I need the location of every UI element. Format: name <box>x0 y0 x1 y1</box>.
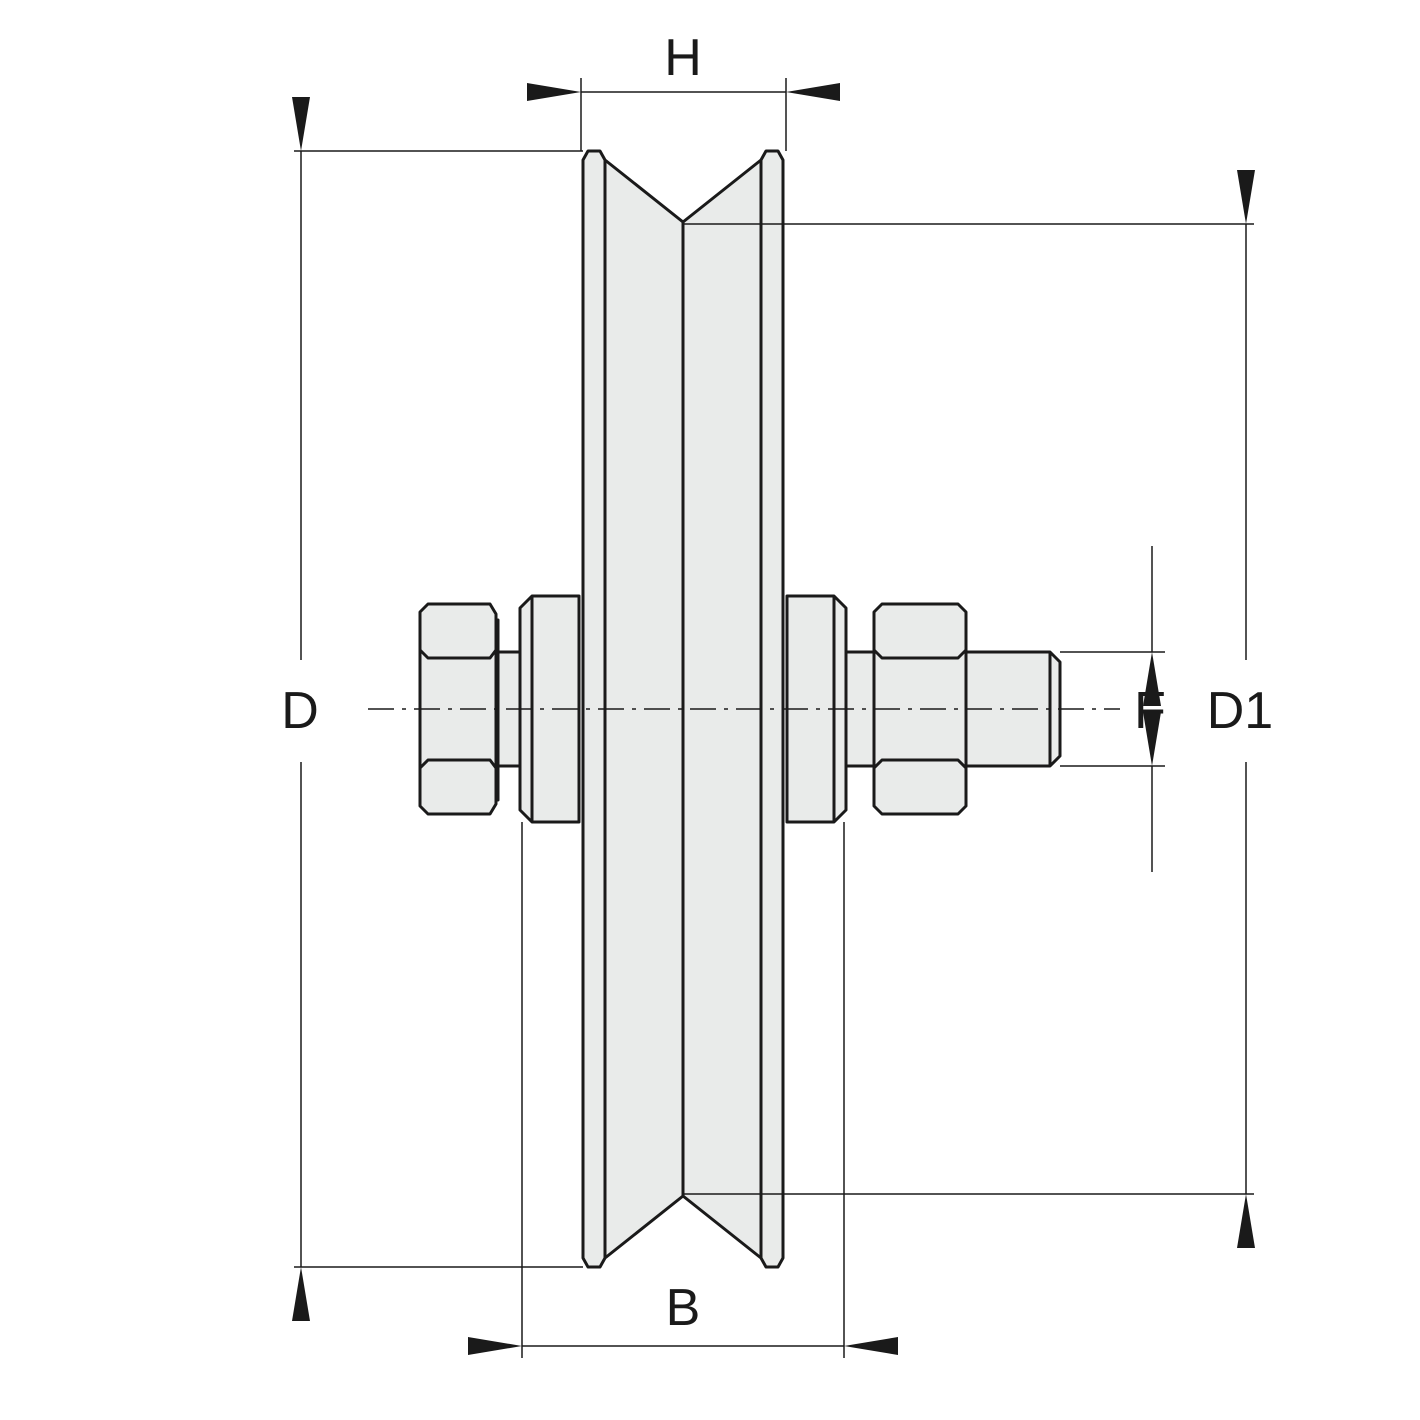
dimension-label-b: B <box>665 1279 701 1337</box>
dimension-label-f: F <box>1134 682 1166 740</box>
dimension-label-d1: D1 <box>1206 682 1274 740</box>
dimension-label-d: D <box>281 682 319 740</box>
dimension-label-h: H <box>664 29 702 87</box>
